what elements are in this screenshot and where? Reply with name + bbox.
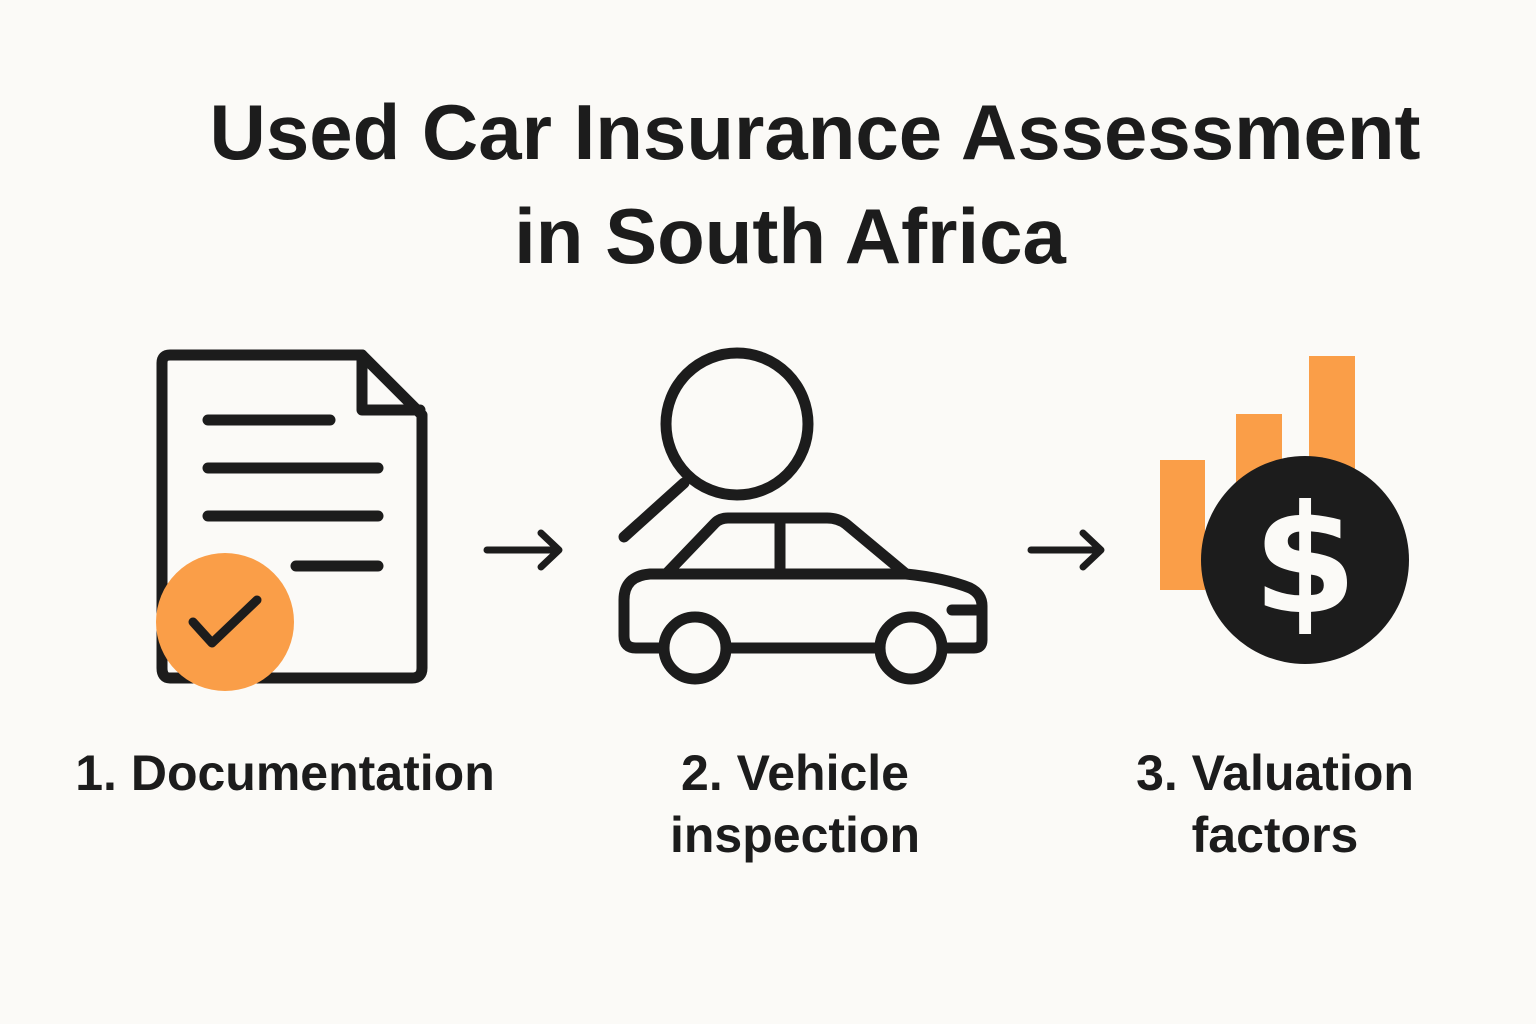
car-magnifier-icon	[618, 347, 988, 685]
step-3-label-line2: factors	[1191, 807, 1359, 863]
svg-text:$: $	[1253, 474, 1357, 648]
title-line-2: in South Africa	[514, 192, 1066, 280]
document-check-icon	[156, 349, 428, 691]
bar	[1160, 460, 1205, 590]
step-1-label: 1. Documentation	[75, 745, 495, 801]
step-2-label-line2: inspection	[669, 807, 921, 863]
step-3-label: 3. Valuation factors	[1090, 742, 1460, 866]
dollar-chart-icon: $	[1160, 356, 1409, 664]
arrow-icon	[483, 529, 563, 571]
arrow-icon	[1027, 529, 1105, 571]
step-2-label-line1: 2. Vehicle	[681, 745, 909, 801]
step-2-label: 2. Vehicle inspection	[600, 742, 990, 866]
coin	[1201, 456, 1409, 664]
step-3-label-line1: 3. Valuation	[1136, 745, 1414, 801]
title-line-1: Used Car Insurance Assessment	[209, 88, 1421, 176]
